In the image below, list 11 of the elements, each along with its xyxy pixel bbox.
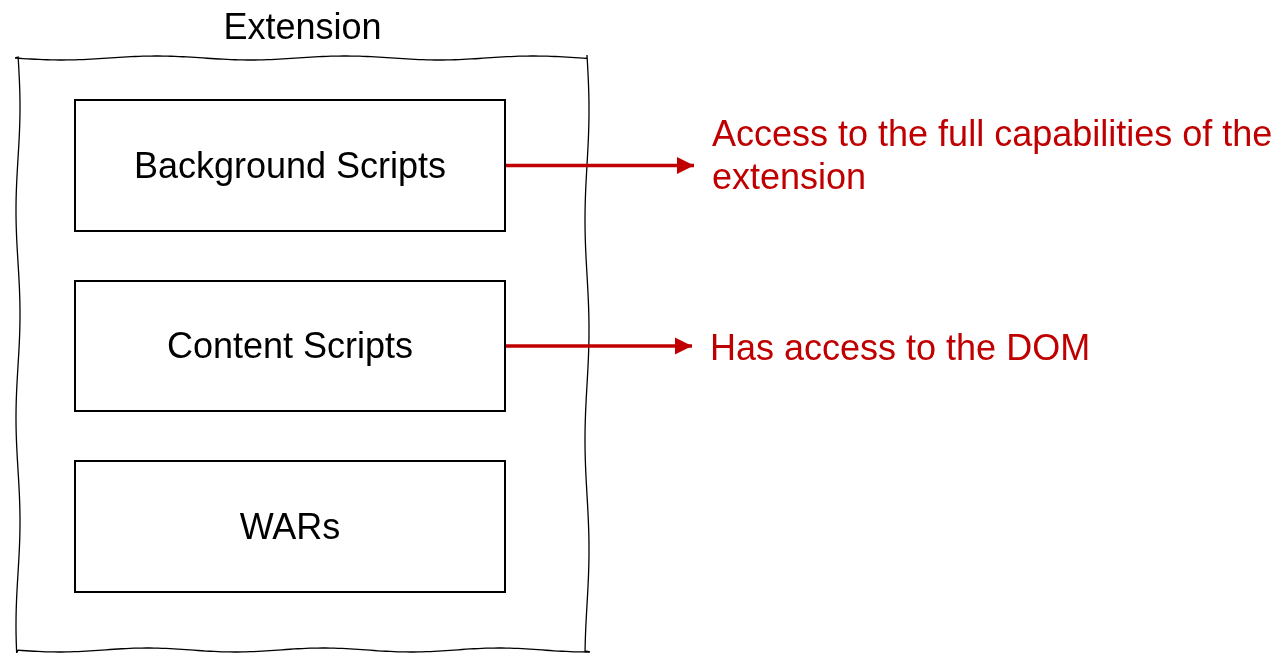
annotation-text: Has access to the DOM xyxy=(710,326,1092,370)
component-box xyxy=(74,460,506,593)
box-label: WARs xyxy=(239,504,341,549)
component-box xyxy=(74,99,506,232)
box-label: Content Scripts xyxy=(166,324,414,368)
arrow xyxy=(506,337,692,355)
arrow xyxy=(506,156,694,175)
annotation-text: Access to the full capabilities of the extension xyxy=(712,112,1274,199)
component-box xyxy=(74,280,506,412)
container-heading: Extension xyxy=(222,5,383,49)
box-label: Background Scripts xyxy=(133,143,447,188)
